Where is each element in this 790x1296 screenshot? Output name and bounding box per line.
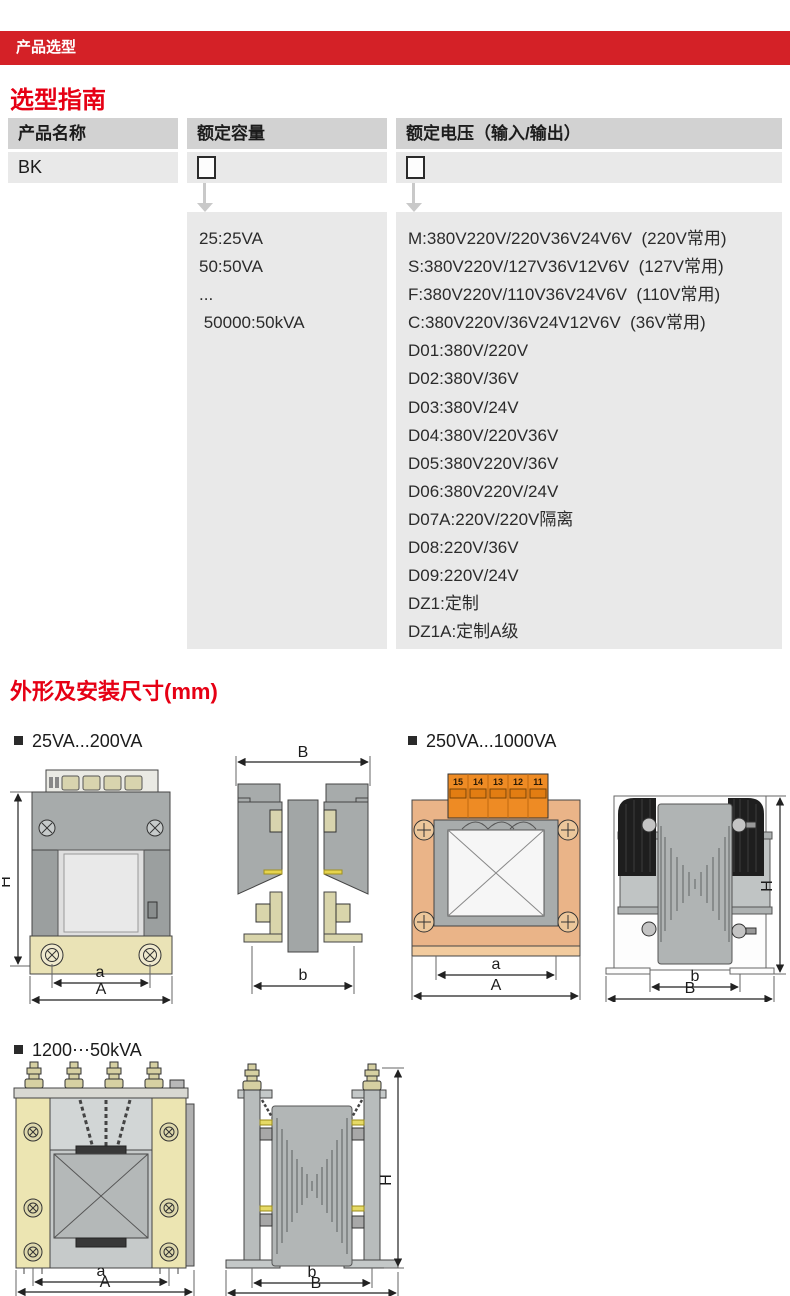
terminal-number: 15 [453, 777, 463, 787]
list-item: C:380V220V/36V24V12V6V (36V常用) [408, 313, 706, 333]
list-item: ... [199, 285, 214, 305]
dim-label-H: H [378, 1174, 395, 1186]
dim-label-H: H [2, 876, 14, 888]
list-item: 50:50VA [199, 257, 263, 277]
capacity-connector-line [203, 183, 206, 204]
voltage-connector-line [412, 183, 415, 204]
selection-guide-title: 选型指南 [10, 87, 106, 114]
list-item: D01:380V/220V [408, 341, 529, 361]
list-item: 25:25VA [199, 229, 263, 248]
dim-label-a: a [96, 964, 105, 981]
voltage-options-list: M:380V220V/220V36V24V6V (220V常用) S:380V2… [396, 212, 782, 646]
section-banner: 产品选型 [0, 31, 790, 65]
list-item: DZ1A:定制A级 [408, 622, 519, 642]
list-item: D05:380V220V/36V [408, 453, 559, 473]
list-item: D08:220V/36V [408, 538, 519, 558]
dim-label-A: A [100, 1274, 111, 1291]
dim-label-a: a [492, 956, 501, 973]
list-item: D09:220V/24V [408, 566, 519, 586]
bullet-square-icon [14, 1045, 23, 1054]
list-item: M:380V220V/220V36V24V6V (220V常用) [408, 229, 727, 248]
voltage-options-box: M:380V220V/220V36V24V6V (220V常用) S:380V2… [396, 212, 782, 649]
dim-label-B: B [298, 744, 309, 761]
bullet-square-icon [14, 736, 23, 745]
dim-label-A: A [96, 981, 107, 998]
voltage-cell [396, 152, 782, 183]
dim-label-a: a [97, 1263, 106, 1280]
dim-label-B: B [685, 980, 696, 997]
capacity-cell [187, 152, 387, 183]
list-item: D02:380V/36V [408, 369, 519, 389]
drawing-1200-50kva-side-view: H b B [225, 1063, 404, 1296]
capacity-connector-arrow-icon [197, 203, 213, 212]
terminal-number: 12 [513, 777, 523, 787]
dim-label-b: b [308, 1264, 317, 1281]
list-item: D04:380V/220V36V [408, 425, 559, 445]
table-header-rated-capacity: 额定容量 [187, 118, 387, 149]
drawing-25va-200va-front-view: H a A [2, 769, 173, 1005]
voltage-checkbox[interactable] [406, 156, 425, 179]
voltage-connector-arrow-icon [406, 203, 422, 212]
drawing-25va-200va-side-view: B b [235, 744, 371, 994]
terminal-number: 14 [473, 777, 483, 787]
capacity-options-box: 25:25VA 50:50VA ... 50000:50kVA [187, 212, 387, 649]
drawing-250va-1000va-front-view: 15 14 13 12 11 a A [411, 773, 581, 1001]
dimensions-section-title: 外形及安装尺寸(mm) [10, 679, 218, 704]
dim-label-A: A [491, 977, 502, 994]
list-item: 50000:50kVA [199, 313, 305, 333]
product-name-cell: BK [8, 152, 178, 183]
dim-label-H: H [759, 880, 776, 892]
list-item: F:380V220V/110V36V24V6V (110V常用) [408, 285, 721, 305]
list-item: DZ1:定制 [408, 594, 479, 614]
drawing-250va-1000va-side-view: H b B [605, 795, 786, 1002]
list-item: S:380V220V/127V36V12V6V (127V常用) [408, 257, 724, 277]
capacity-options-list: 25:25VA 50:50VA ... 50000:50kVA [187, 212, 387, 337]
group-label-25va-200va: 25VA...200VA [14, 731, 142, 752]
table-header-rated-voltage: 额定电压（输入/输出） [396, 118, 782, 149]
list-item: D07A:220V/220V隔离 [408, 509, 574, 529]
group-label-250va-1000va: 250VA...1000VA [408, 731, 556, 752]
dim-label-b: b [691, 968, 700, 985]
group-label-1200-50kva: 1200⋯50kVA [14, 1040, 142, 1061]
terminal-number: 11 [533, 777, 543, 787]
dim-label-b: b [299, 967, 308, 984]
terminal-number: 13 [493, 777, 503, 787]
capacity-checkbox[interactable] [197, 156, 216, 179]
dim-label-B: B [311, 1275, 322, 1292]
list-item: D03:380V/24V [408, 397, 519, 417]
table-header-product-name: 产品名称 [8, 118, 178, 149]
drawing-1200-50kva-front-view: a A [13, 1061, 195, 1296]
list-item: D06:380V220V/24V [408, 481, 559, 501]
section-banner-title: 产品选型 [16, 39, 77, 56]
bullet-square-icon [408, 736, 417, 745]
